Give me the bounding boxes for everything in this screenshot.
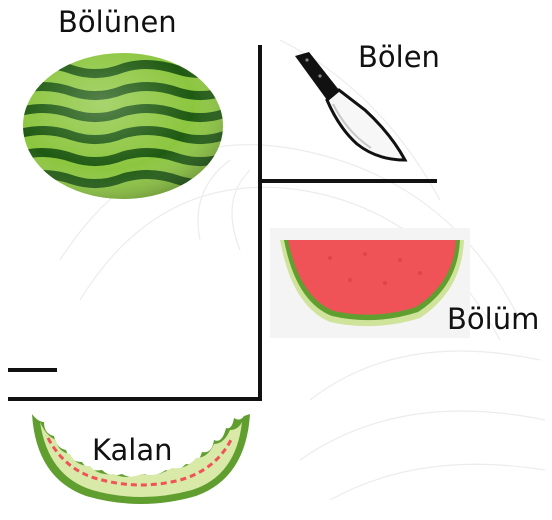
- watermelon-slice-icon: [270, 228, 470, 338]
- remainder-label: Kalan: [92, 436, 173, 465]
- divisor-label: Bölen: [358, 43, 440, 72]
- quotient-label: Bölüm: [447, 305, 539, 334]
- dividend-label: Bölünen: [58, 8, 177, 37]
- whole-watermelon-icon: [18, 48, 228, 203]
